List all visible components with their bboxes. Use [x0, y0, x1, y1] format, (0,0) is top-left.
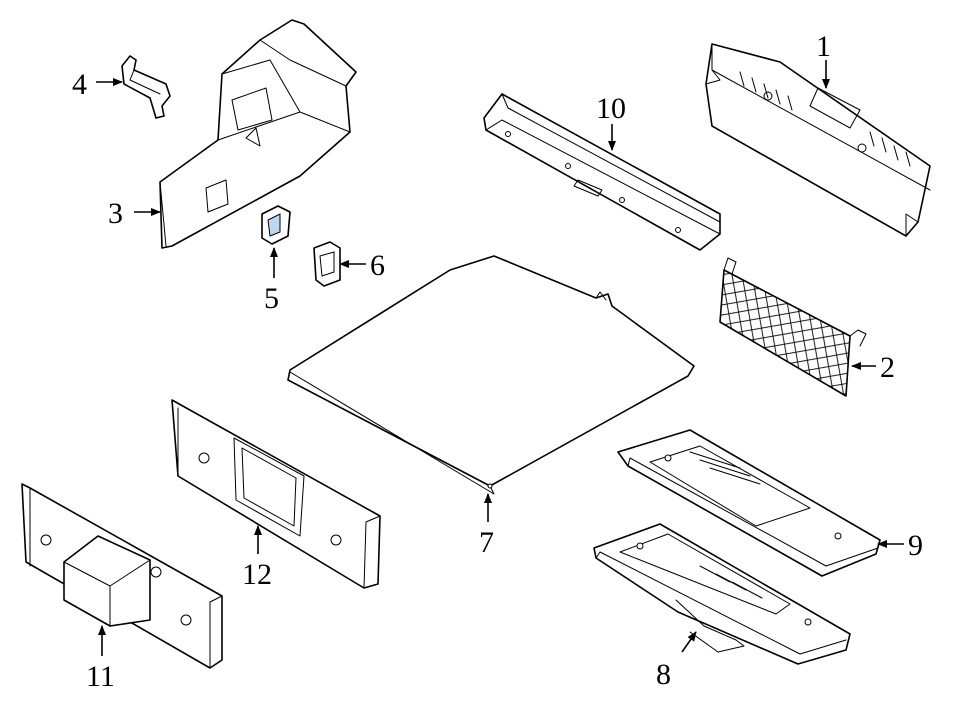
- part-9-rear-floor: [617, 429, 881, 577]
- callout-11: 11: [86, 660, 115, 693]
- callout-8: 8: [656, 658, 671, 691]
- callout-10: 10: [596, 92, 626, 125]
- part-3-side-trim: [159, 19, 357, 249]
- callout-12: 12: [242, 558, 272, 591]
- part-10-sill-panel: [483, 93, 721, 251]
- callout-2: 2: [880, 351, 895, 384]
- part-12-trim-panel: [171, 399, 381, 589]
- part-7-load-floor: [287, 255, 695, 495]
- callout-9: 9: [908, 529, 923, 562]
- callout-4: 4: [72, 68, 87, 101]
- callout-7: 7: [479, 526, 494, 559]
- callout-line-8: [681, 631, 697, 653]
- callout-1: 1: [816, 30, 831, 63]
- part-8-floor-pan: [593, 523, 851, 665]
- part-11-trim-box: [21, 483, 223, 669]
- callout-lines: [96, 60, 904, 656]
- part-4-clip: [121, 55, 171, 119]
- callout-5: 5: [264, 282, 279, 315]
- callout-3: 3: [108, 197, 123, 230]
- part-5-small-clip: [261, 205, 291, 245]
- part-2-cargo-net: [719, 257, 867, 397]
- callout-6: 6: [370, 249, 385, 282]
- part-6-bracket: [313, 241, 341, 287]
- part-1-package-tray: [705, 43, 931, 237]
- callout-numbers: 1 2 3 4 5 6 7 8 9 10 11 12: [72, 30, 923, 693]
